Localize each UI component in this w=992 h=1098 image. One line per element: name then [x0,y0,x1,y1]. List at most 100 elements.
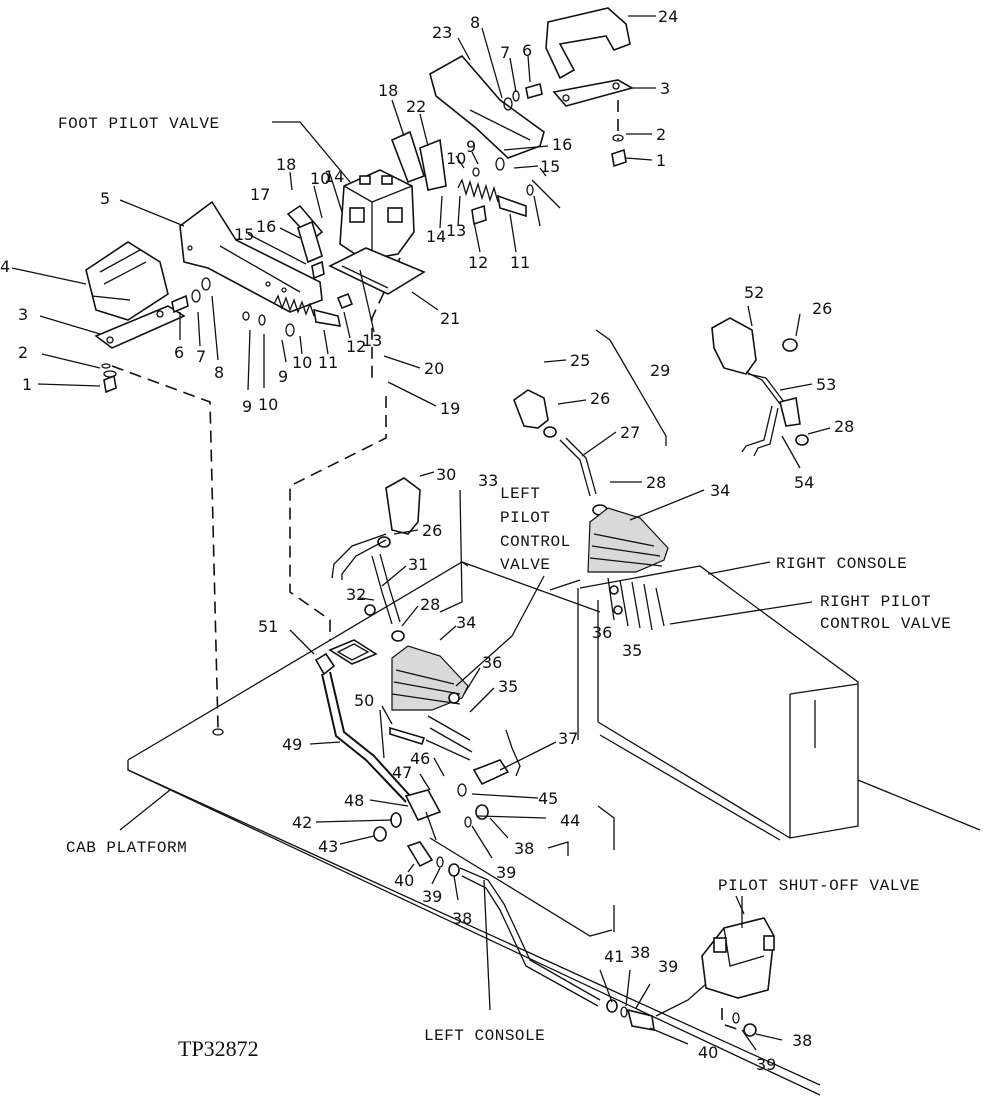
callout: 22 [406,97,426,116]
callout: 26 [422,521,442,540]
right-pilot-control-valve-label-line-1: RIGHT PILOT [820,593,931,611]
label-leaders [119,121,813,1011]
callout: 16 [552,135,572,154]
right-pilot-control-valve-label-line-2: CONTROL VALVE [820,615,951,633]
left-pilot-control-valve-label-line-3: CONTROL [500,533,571,551]
callout: 53 [816,375,836,394]
pilot-shutoff-valve-label: PILOT SHUT-OFF VALVE [718,877,920,895]
figure-id: TP32872 [178,1036,259,1061]
callout: 36 [592,623,612,642]
callout: 1 [656,151,666,170]
callout: 43 [318,837,338,856]
callout: 17 [250,185,270,204]
callout: 39 [756,1055,776,1074]
shutoff-lever-linkage [314,652,707,1031]
callout: 14 [324,167,344,186]
callout: 13 [362,331,382,350]
callout: 18 [378,81,398,100]
right-joystick-handle [711,317,809,457]
callout: 18 [276,155,296,174]
left-pilot-control-valve-label-line-1: LEFT [500,485,540,503]
callout: 1 [22,375,32,394]
left-pedal-assembly [85,200,354,394]
callout: 9 [242,397,252,416]
callout: 36 [482,653,502,672]
text-labels: FOOT PILOT VALVE LEFT PILOT CONTROL VALV… [58,115,951,1061]
callout: 10 [310,169,330,188]
callout: 12 [346,337,366,356]
callout: 21 [440,309,460,328]
callout: 40 [394,871,414,890]
callout: 49 [282,735,302,754]
callout: 12 [468,253,488,272]
callout: 15 [540,157,560,176]
callout: 38 [452,909,472,928]
right-console [577,565,981,841]
callout: 39 [496,863,516,882]
callout-numbers: 24 23 8 7 6 3 2 1 18 22 16 15 9 10 14 13… [0,7,854,1074]
callout: 26 [812,299,832,318]
callout: 27 [620,423,640,442]
callout: 14 [426,227,446,246]
callout: 20 [424,359,444,378]
callout: 28 [420,595,440,614]
pilot-shutoff-valve [701,896,775,1037]
callout: 3 [660,79,670,98]
callout-leaders [11,15,831,1051]
callout: 2 [18,343,28,362]
callout: 41 [604,947,624,966]
left-console-label: LEFT CONSOLE [424,1027,545,1045]
callout: 8 [214,363,224,382]
callout: 33 [478,471,498,490]
callout: 31 [408,555,428,574]
callout: 28 [834,417,854,436]
left-control-valve [328,639,473,761]
foot-pilot-valve [328,169,426,295]
callout: 15 [234,225,254,244]
callout: 9 [466,137,476,156]
callout: 35 [498,677,518,696]
left-pilot-control-valve-label-line-2: PILOT [500,509,551,527]
callout: 6 [522,41,532,60]
callout: 47 [392,763,412,782]
callout: 7 [500,43,510,62]
callout: 7 [196,347,206,366]
callout: 40 [698,1043,718,1062]
callout: 50 [354,691,374,710]
callout: 44 [560,811,580,830]
left-joystick-handle [331,477,463,642]
cab-platform-label: CAB PLATFORM [66,839,187,857]
callout: 35 [622,641,642,660]
callout: 52 [744,283,764,302]
callout: 54 [794,473,814,492]
callout: 29 [650,361,670,380]
callout: 39 [422,887,442,906]
callout: 9 [278,367,288,386]
callout: 25 [570,351,590,370]
right-pedal-assembly [390,7,635,226]
callout: 51 [258,617,278,636]
callout: 34 [710,481,730,500]
callout: 48 [344,791,364,810]
callout: 6 [174,343,184,362]
callout: 32 [346,585,366,604]
callout: 28 [646,473,666,492]
callout: 37 [558,729,578,748]
callout: 10 [292,353,312,372]
callout: 4 [0,257,10,276]
callout: 42 [292,813,312,832]
left-pilot-control-valve-label-line-4: VALVE [500,556,551,574]
callout: 45 [538,789,558,808]
callout: 11 [318,353,338,372]
callout: 38 [514,839,534,858]
callout: 23 [432,23,452,42]
callout: 13 [446,221,466,240]
callout: 16 [256,217,276,236]
cab-platform [127,561,821,1096]
callout: 24 [658,7,678,26]
callout: 10 [446,149,466,168]
left-console [429,805,615,937]
right-console-label: RIGHT CONSOLE [776,555,907,573]
callout: 19 [440,399,460,418]
